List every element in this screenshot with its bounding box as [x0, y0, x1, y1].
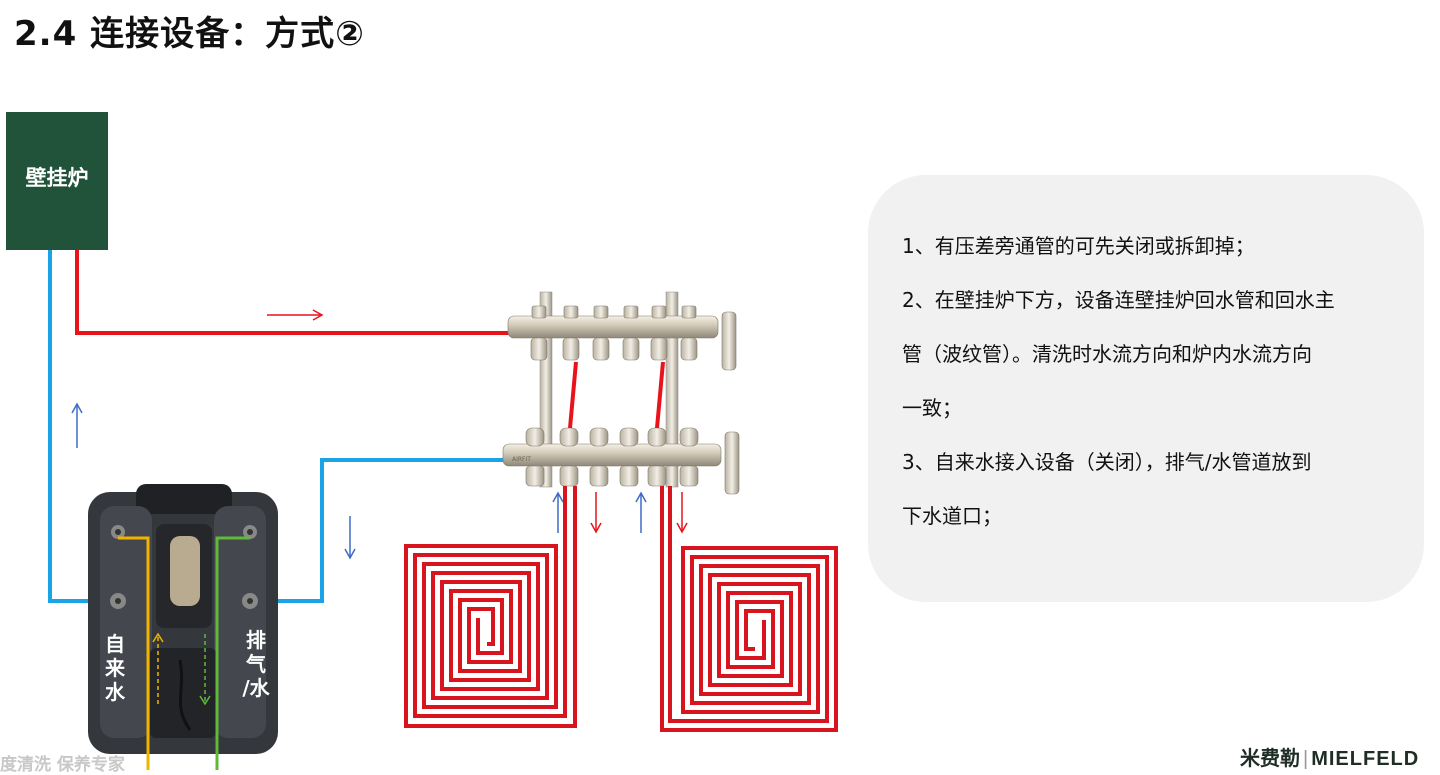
drain-hose — [215, 536, 250, 770]
arrow-up-blue-loop1 — [552, 491, 564, 533]
brand-separator: | — [1303, 748, 1309, 770]
note-line: 一致； — [902, 396, 962, 420]
floor-heating-coil-1 — [404, 486, 577, 728]
arrow-down-red-loop2 — [676, 492, 688, 534]
note-line: 3、自来水接入设备（关闭），排气/水管道放到 — [902, 450, 1312, 474]
device-return-pipe — [250, 458, 510, 603]
note-line: 管（波纹管）。清洗时水流方向和炉内水流方向 — [902, 342, 1312, 366]
instructions-panel: 1、有压差旁通管的可先关闭或拆卸掉； 2、在壁挂炉下方，设备连壁挂炉回水管和回水… — [868, 175, 1424, 602]
inlet-hose — [118, 536, 150, 770]
drain-label: 排 气 /水 — [242, 628, 270, 700]
drain-flow-arrow — [199, 634, 211, 706]
arrow-down-red-loop1 — [590, 492, 602, 534]
cleaning-device — [88, 484, 278, 754]
heating-connection-diagram: AIRFIT — [6, 112, 838, 770]
brand-name-cn: 米费勒 — [1240, 748, 1300, 770]
inlet-flow-arrow — [152, 632, 164, 704]
note-line: 1、有压差旁通管的可先关闭或拆卸掉； — [902, 234, 1255, 258]
note-line: 下水道口； — [902, 504, 1002, 528]
brand-name-en: MIELFELD — [1311, 748, 1420, 770]
floor-heating-coil-2 — [660, 486, 838, 732]
manifold-brand: AIRFIT — [512, 456, 531, 463]
brand-logo: 米费勒|MIELFELD — [1240, 742, 1419, 771]
hot-supply-pipe — [75, 250, 510, 335]
page-title: 2.4 连接设备：方式② — [14, 14, 365, 54]
arrow-down-blue — [344, 516, 356, 560]
manifold: AIRFIT — [502, 291, 740, 495]
arrow-right-red — [267, 309, 324, 321]
boiler-box — [6, 112, 108, 250]
note-line: 2、在壁挂炉下方，设备连壁挂炉回水管和回水主 — [902, 288, 1335, 312]
arrow-up-blue-loop2 — [635, 491, 647, 533]
footer-slogan: 度清洗 保养专家 — [0, 755, 125, 775]
boiler-label: 壁挂炉 — [25, 166, 89, 190]
arrow-up-blue — [71, 402, 83, 448]
inlet-label: 自 来 水 — [105, 632, 125, 704]
